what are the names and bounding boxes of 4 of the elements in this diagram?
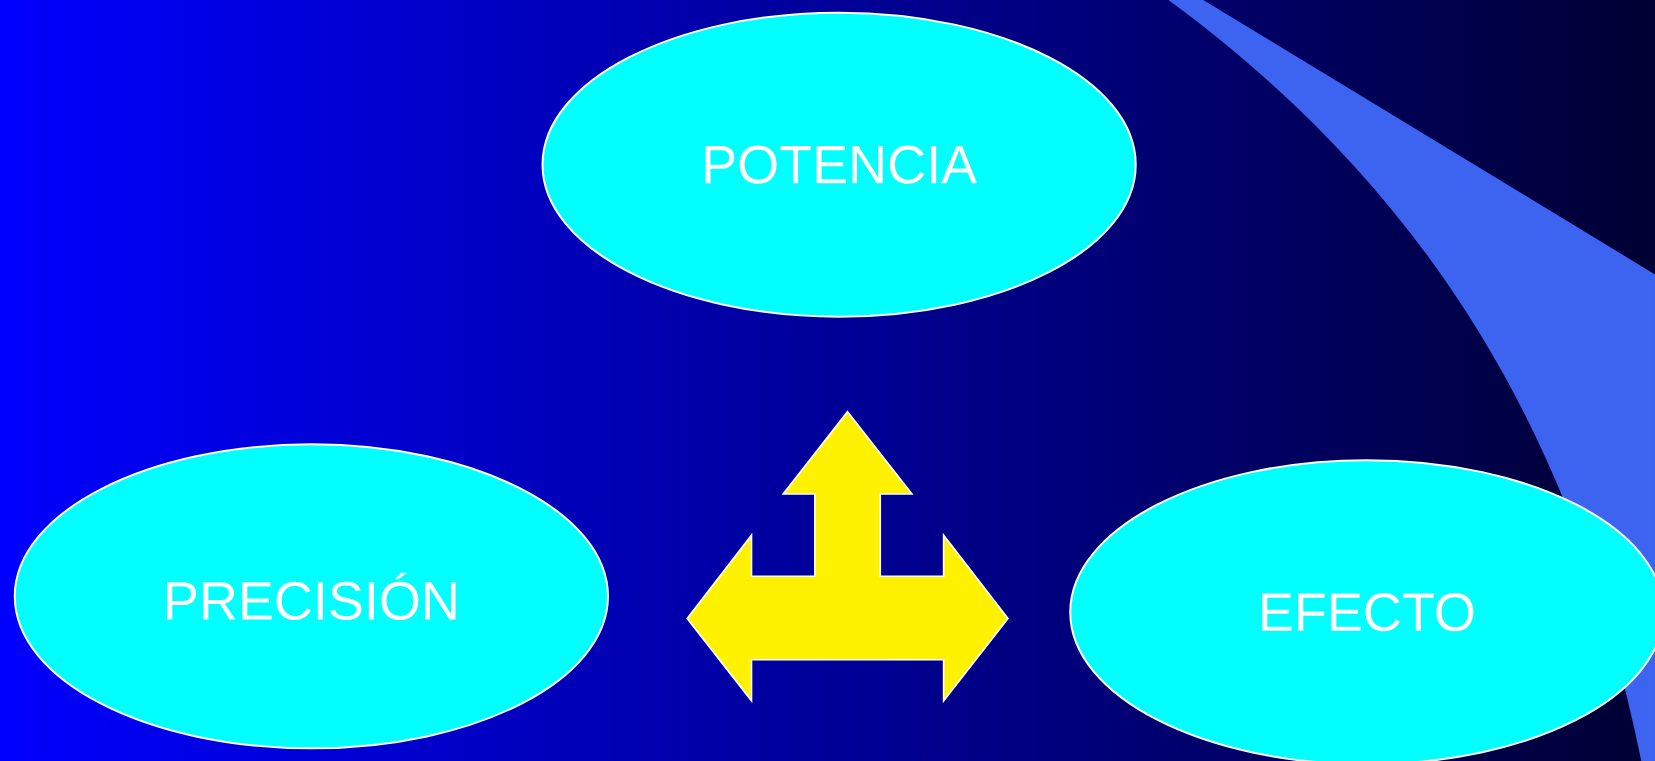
- ellipse-node: POTENCIA: [541, 11, 1137, 318]
- ellipse-node: EFECTO: [1069, 459, 1655, 761]
- ellipse-node: PRECISIÓN: [13, 443, 609, 750]
- three-way-arrow: [686, 410, 1009, 704]
